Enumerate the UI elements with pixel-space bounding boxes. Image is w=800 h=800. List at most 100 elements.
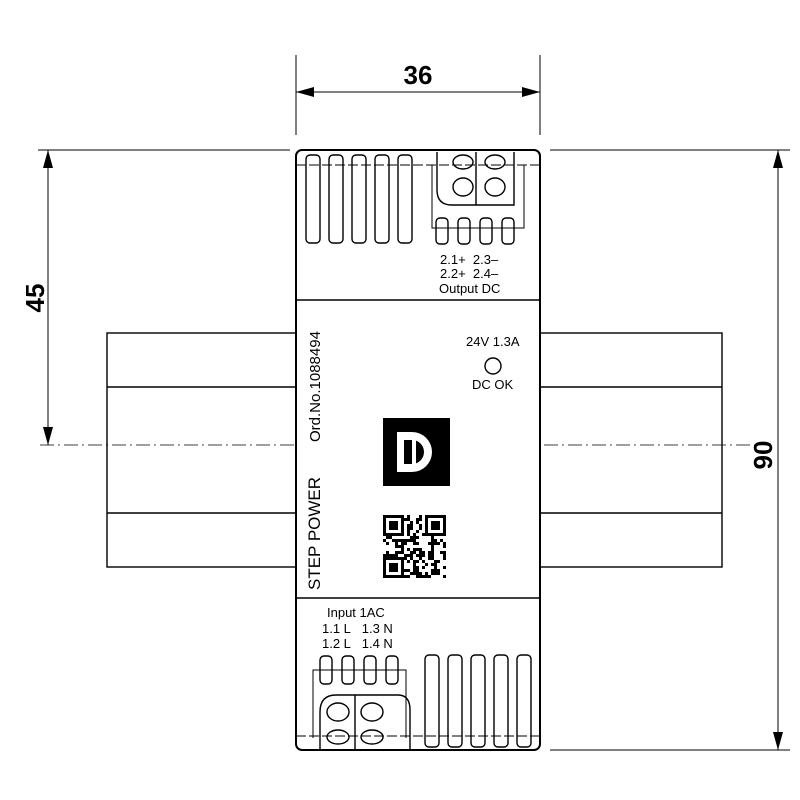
qr-module (440, 533, 443, 536)
qr-module (383, 569, 386, 572)
qr-module (407, 518, 410, 521)
qr-module (404, 575, 407, 578)
qr-module (401, 515, 404, 518)
qr-module (389, 533, 392, 536)
qr-module (398, 545, 401, 548)
qr-module (410, 557, 413, 560)
qr-module (443, 533, 446, 536)
qr-module (425, 572, 428, 575)
qr-module (440, 515, 443, 518)
qr-module (389, 557, 392, 560)
qr-module (383, 575, 386, 578)
qr-module (443, 557, 446, 560)
qr-module (425, 524, 428, 527)
qr-module (413, 572, 416, 575)
qr-module (398, 533, 401, 536)
qr-module (386, 557, 389, 560)
qr-module (383, 521, 386, 524)
qr-module (431, 548, 434, 551)
qr-module (410, 521, 413, 524)
height-value: 90 (748, 441, 778, 470)
qr-module (392, 557, 395, 560)
qr-module (422, 575, 425, 578)
qr-module (422, 566, 425, 569)
qr-module (425, 527, 428, 530)
qr-module (443, 518, 446, 521)
qr-module (383, 530, 386, 533)
qr-module (431, 572, 434, 575)
qr-module (383, 566, 386, 569)
qr-module (431, 515, 434, 518)
qr-module (434, 524, 437, 527)
bottom-push-in-slots (296, 654, 540, 748)
qr-module (416, 542, 419, 545)
dc-ok-label: DC OK (472, 377, 514, 392)
qr-module (419, 524, 422, 527)
qr-module (404, 554, 407, 557)
qr-module (407, 554, 410, 557)
qr-module (410, 536, 413, 539)
input-terminals-row1: 1.1 L 1.3 N (322, 621, 393, 636)
input-terminal-block (312, 655, 411, 750)
qr-module (383, 524, 386, 527)
qr-module (386, 554, 389, 557)
qr-module (395, 566, 398, 569)
qr-module (401, 524, 404, 527)
qr-module (434, 560, 437, 563)
qr-module (395, 575, 398, 578)
qr-module (407, 527, 410, 530)
qr-module (437, 542, 440, 545)
input-label: Input 1AC (327, 605, 385, 620)
dimension-width: 36 (295, 55, 541, 135)
qr-module (428, 533, 431, 536)
qr-module (383, 554, 386, 557)
qr-module (383, 563, 386, 566)
qr-module (389, 569, 392, 572)
qr-module (443, 527, 446, 530)
qr-module (416, 566, 419, 569)
qr-module (443, 542, 446, 545)
qr-module (434, 533, 437, 536)
qr-module (437, 521, 440, 524)
qr-module (416, 554, 419, 557)
qr-module (398, 515, 401, 518)
dimension-height: 90 (550, 149, 790, 751)
qr-module (410, 527, 413, 530)
output-terminal-block (431, 152, 525, 245)
qr-module (416, 569, 419, 572)
qr-module (401, 560, 404, 563)
qr-module (437, 560, 440, 563)
qr-module (410, 539, 413, 542)
qr-module (434, 527, 437, 530)
qr-module (383, 557, 386, 560)
qr-module (428, 515, 431, 518)
qr-module (440, 551, 443, 554)
qr-module (383, 518, 386, 521)
qr-module (401, 572, 404, 575)
qr-module (392, 569, 395, 572)
qr-module (419, 575, 422, 578)
qr-module (395, 539, 398, 542)
order-number: Ord.No.1088494 (307, 331, 324, 442)
qr-module (395, 527, 398, 530)
qr-module (434, 521, 437, 524)
qr-module (410, 524, 413, 527)
qr-module (395, 533, 398, 536)
dc-ok-led (484, 357, 502, 375)
qr-module (389, 554, 392, 557)
qr-module (404, 518, 407, 521)
qr-module (395, 524, 398, 527)
qr-module (395, 542, 398, 545)
qr-module (395, 515, 398, 518)
qr-module (419, 527, 422, 530)
qr-module (401, 545, 404, 548)
output-label: Output DC (439, 281, 500, 296)
qr-module (386, 551, 389, 554)
qr-module (398, 575, 401, 578)
qr-module (392, 554, 395, 557)
qr-module (401, 527, 404, 530)
qr-module (443, 575, 446, 578)
qr-module (428, 557, 431, 560)
qr-module (443, 545, 446, 548)
qr-module (407, 515, 410, 518)
